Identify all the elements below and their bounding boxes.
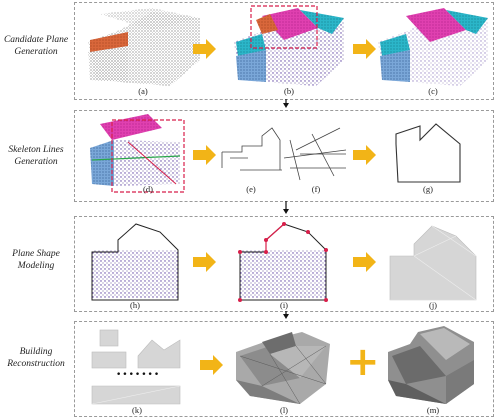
arrow-d-e: [193, 145, 216, 165]
panel-h-points-outline: [92, 224, 178, 300]
panel-k-plane-pieces: [92, 330, 180, 404]
panel-g-closed-outline: [396, 124, 460, 182]
caption-e: (e): [241, 184, 261, 194]
panel-m-solid-model: [388, 326, 474, 404]
caption-f: (f): [306, 184, 326, 194]
panel-a-point-cloud: [88, 8, 200, 86]
caption-l: (l): [274, 405, 294, 415]
panel-l-mesh-model: [236, 332, 330, 404]
arrow-f-g: [353, 145, 376, 165]
panel-c-candidate-planes: [378, 8, 488, 86]
caption-c: (c): [423, 86, 443, 96]
caption-i: (i): [274, 300, 294, 310]
plus-operator: +: [346, 342, 380, 382]
caption-h: (h): [125, 300, 145, 310]
caption-a: (a): [133, 86, 153, 96]
caption-b: (b): [279, 86, 299, 96]
panel-e-skeleton-lines: [222, 128, 282, 170]
panel-b-segmented-planes: [234, 6, 344, 86]
caption-g: (g): [418, 184, 438, 194]
arrow-h-i: [193, 252, 216, 272]
panel-d-plane-with-points: [90, 114, 184, 192]
caption-m: (m): [423, 405, 443, 415]
caption-j: (j): [423, 300, 443, 310]
arrow-b-c: [353, 39, 376, 59]
arrow-i-j: [353, 252, 376, 272]
panel-f-extended-lines: [284, 128, 346, 180]
caption-d: (d): [138, 184, 158, 194]
arrow-k-l: [200, 355, 223, 375]
panel-j-triangulated-plane: [390, 226, 476, 300]
ellipsis-separator: •••••••: [116, 370, 160, 380]
caption-k: (k): [127, 405, 147, 415]
panel-i-points-corners: [238, 222, 328, 302]
